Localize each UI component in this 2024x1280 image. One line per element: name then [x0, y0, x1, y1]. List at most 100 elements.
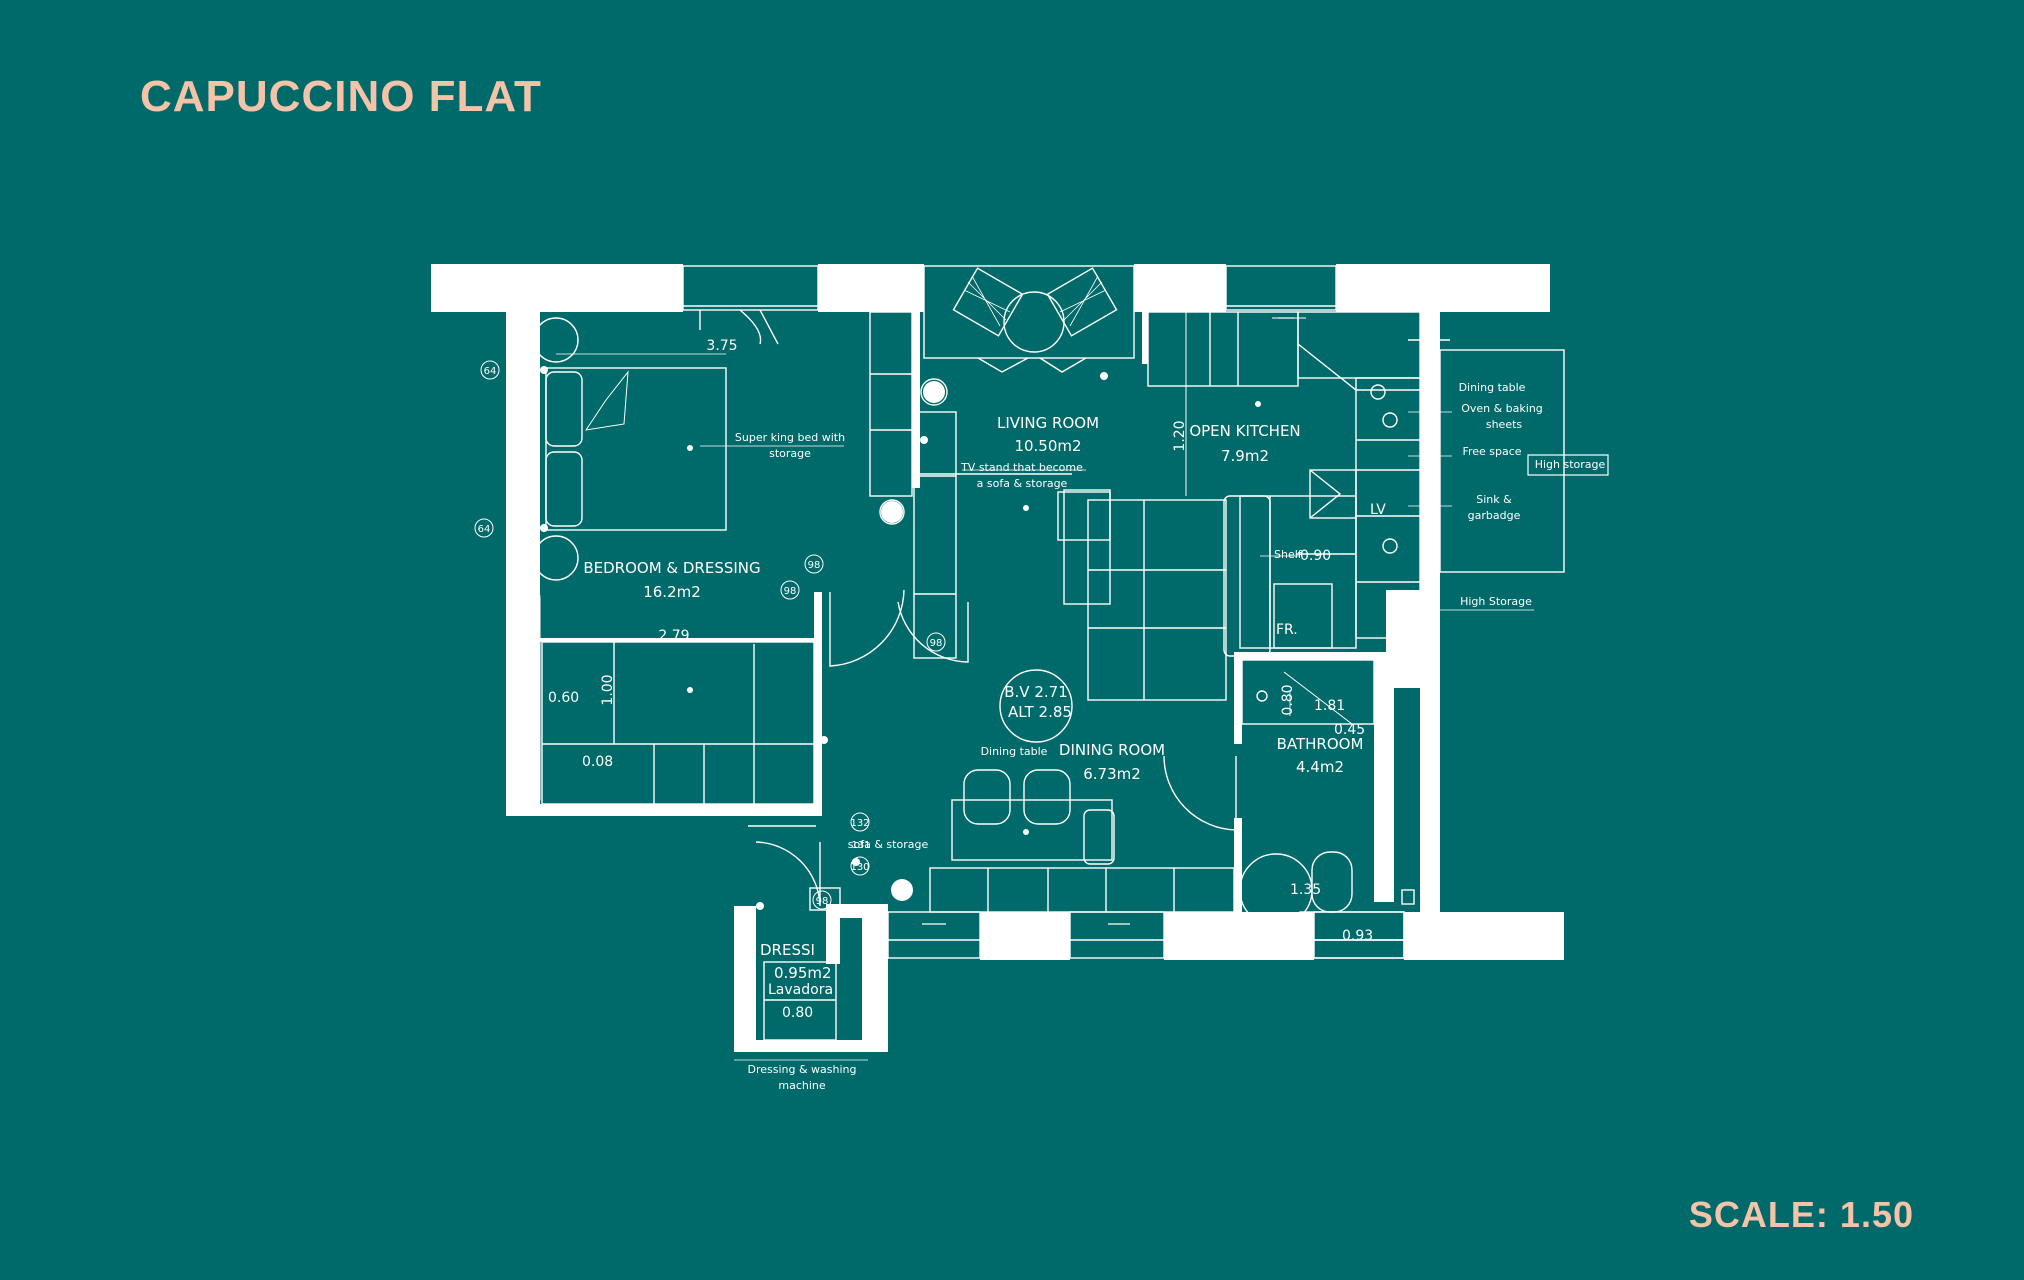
dim-279: 2.79: [658, 628, 689, 644]
kitchen-area: 7.9m2: [1221, 447, 1269, 465]
dim-008: 0.08: [582, 754, 613, 770]
tag-131: 131: [851, 840, 870, 851]
tag-98c: 98: [930, 638, 943, 649]
fixtures: [533, 265, 1565, 1061]
dim-375: 3.75: [706, 338, 737, 354]
balcony-table: [1003, 291, 1065, 353]
note-bed-1: Super king bed with: [735, 431, 845, 444]
kitchen-legend-box: [1439, 349, 1565, 573]
dim-090: 0.90: [1300, 548, 1331, 564]
dim-181: 1.81: [1314, 698, 1345, 714]
wall-bottom-bedroom: [506, 804, 822, 816]
bedroom-name: BEDROOM & DRESSING: [583, 559, 760, 577]
note-lv: LV: [1370, 502, 1386, 518]
wall-center-top: [912, 312, 920, 488]
tag-markers: 64 64 98 98 98 98 132 131 130: [474, 360, 946, 910]
note-dining-table: Dining table: [981, 745, 1048, 758]
dressing-area: 0.95m2: [774, 964, 832, 982]
note-fridge: FR.: [1276, 622, 1298, 638]
tag-98a: 98: [808, 560, 821, 571]
dining-bench: [929, 867, 1235, 913]
wall-top-mid1: [818, 264, 924, 312]
living-name: LIVING ROOM: [997, 414, 1099, 432]
living-storage: [869, 311, 913, 497]
note-shelf: Shelf: [1274, 548, 1303, 561]
dining-table: [951, 799, 1113, 861]
note-sofa-storage: sofa & storage: [848, 838, 929, 851]
bedroom-area: 16.2m2: [643, 583, 701, 601]
wall-bath-left: [1234, 652, 1242, 744]
room-labels: BEDROOM & DRESSING 16.2m2 LIVING ROOM 10…: [583, 414, 1363, 982]
window-balcony: [923, 265, 1135, 359]
tag-130: 130: [850, 862, 869, 873]
wall-bath-top: [1234, 652, 1374, 660]
dining-area: 6.73m2: [1083, 765, 1141, 783]
tag-64a: 64: [484, 366, 497, 377]
note-lavadora: Lavadora: [768, 982, 833, 998]
plan-title: CAPUCCINO FLAT: [140, 72, 542, 121]
fridge: [1273, 583, 1333, 649]
wall-bedroom-mid: [540, 638, 820, 642]
note-k-oven-2: sheets: [1486, 418, 1523, 431]
lamp-3: [891, 879, 913, 901]
wall-bottom-3: [1404, 912, 1564, 960]
dim-120: 1.20: [1172, 420, 1188, 451]
dim-080b: 0.80: [782, 1005, 813, 1021]
tag-64b: 64: [478, 524, 491, 535]
note-k-free: Free space: [1462, 445, 1521, 458]
height-marker: [999, 669, 1073, 743]
lamp-1: [923, 381, 945, 403]
bathroom-name: BATHROOM: [1277, 735, 1364, 753]
bedroom-wardrobe: [541, 641, 815, 805]
wall-bottom-4: [862, 912, 888, 1052]
note-k-dining: Dining table: [1459, 381, 1526, 394]
bathroom-area: 4.4m2: [1296, 758, 1344, 776]
kitchen-name: OPEN KITCHEN: [1189, 422, 1300, 440]
walls: [431, 264, 1564, 1052]
tag-98b: 98: [784, 586, 797, 597]
dining-name: DINING ROOM: [1059, 741, 1165, 759]
balcony-chair-right: [1046, 267, 1118, 337]
wall-dress-bottom: [734, 1040, 888, 1052]
light-fixtures: [540, 366, 1261, 910]
wall-dress-top: [826, 904, 888, 918]
note-k-sink-2: garbadge: [1468, 509, 1521, 522]
note-dress-2: machine: [778, 1079, 826, 1092]
wall-stair: [1386, 590, 1420, 688]
wall-bath-right: [1374, 652, 1394, 902]
window-kitchen: [1225, 265, 1337, 311]
dimension-labels: 3.75 2.79 0.60 1.00 0.08 1.20 0.90 1.81 …: [548, 338, 1373, 1021]
wall-right: [1420, 312, 1440, 912]
kitchen-counter-top: [1147, 311, 1299, 387]
dim-100: 1.00: [600, 674, 616, 705]
living-area: 10.50m2: [1014, 437, 1081, 455]
wall-top-right: [1336, 264, 1550, 312]
wall-kitchen-left: [1142, 312, 1148, 364]
balcony-chair-left: [952, 267, 1024, 337]
height-bv: B.V 2.71: [1004, 683, 1068, 701]
note-tv-2: a sofa & storage: [977, 477, 1068, 490]
note-bed-2: storage: [769, 447, 811, 460]
dressing-name: DRESSI: [760, 941, 815, 959]
height-alt: ALT 2.85: [1008, 703, 1072, 721]
note-k-sink-1: Sink &: [1476, 493, 1512, 506]
note-k-high: High storage: [1535, 458, 1606, 471]
bed: [545, 367, 727, 531]
wall-dress-inner: [826, 904, 840, 964]
dim-060: 0.60: [548, 690, 579, 706]
wall-bedroom-right: [814, 592, 822, 812]
window-bedroom: [682, 265, 819, 311]
wall-bath-left2: [1234, 818, 1242, 912]
note-tv-1: TV stand that become: [960, 461, 1083, 474]
scale-label: SCALE: 1.50: [1688, 1194, 1914, 1235]
shower: [1241, 659, 1375, 725]
note-k-high2: High Storage: [1460, 595, 1532, 608]
wall-top-mid2: [1134, 264, 1226, 312]
wall-top-left: [431, 264, 683, 312]
note-dress-1: Dressing & washing: [747, 1063, 856, 1076]
tag-132: 132: [850, 818, 869, 829]
washing-machine: [763, 961, 837, 1041]
tag-98d: 98: [816, 896, 829, 907]
sofa: [1087, 499, 1227, 701]
